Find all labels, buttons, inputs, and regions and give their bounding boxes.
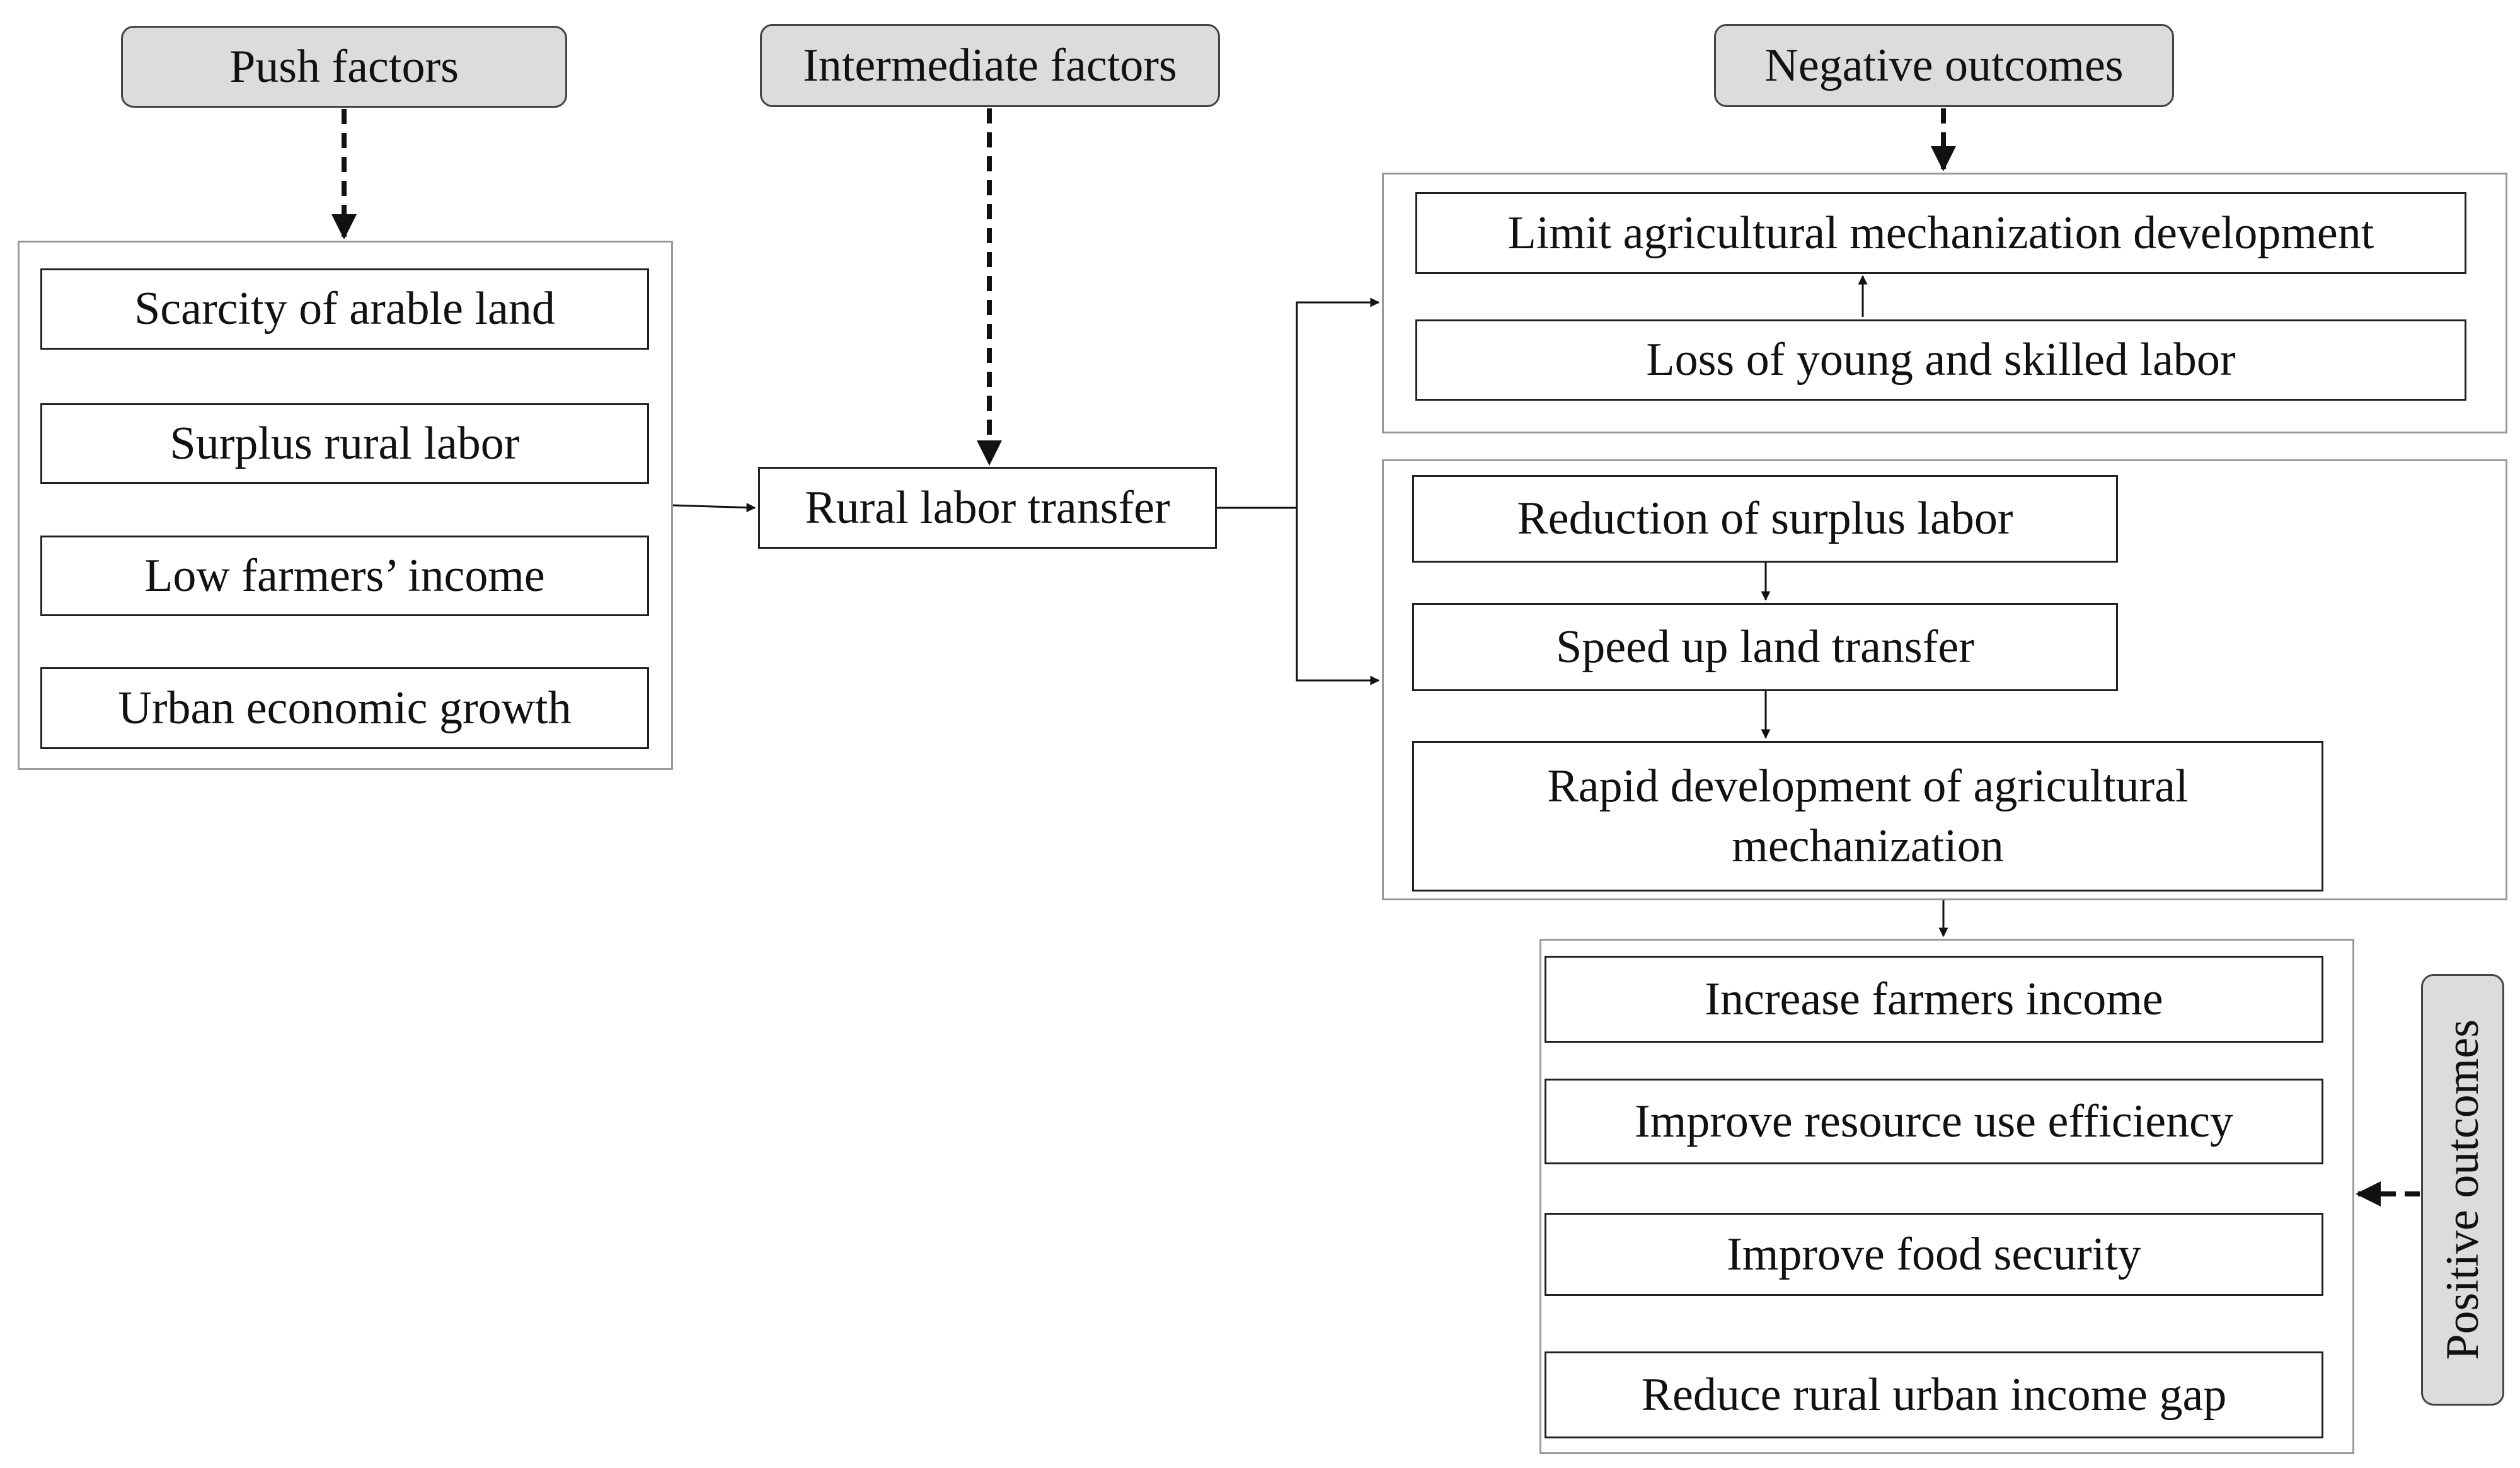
positive-outcome-box: Reduce rural urban income gap bbox=[1545, 1351, 2323, 1438]
push-factor-label: Scarcity of arable land bbox=[134, 283, 555, 335]
negative-outcomes-group bbox=[1382, 173, 2507, 433]
header-push-factors: Push factors bbox=[121, 26, 567, 108]
push-factor-label: Urban economic growth bbox=[118, 682, 572, 734]
branch-to-chain-arrow bbox=[1296, 508, 1380, 685]
chain-step-box: Speed up land transfer bbox=[1412, 603, 2118, 691]
push-factor-label: Low farmers’ income bbox=[144, 549, 545, 602]
header-negative-outcomes-label: Negative outcomes bbox=[1764, 39, 2124, 91]
header-positive-outcomes: Positive outcomes bbox=[2421, 974, 2504, 1406]
mechanization-chain-group bbox=[1382, 459, 2507, 900]
chain-step-label: Rapid development of agricultural mechan… bbox=[1547, 760, 2189, 872]
branch-to-negative-arrow bbox=[1296, 297, 1380, 508]
push-factor-box: Urban economic growth bbox=[40, 667, 649, 749]
header-intermediate-factors: Intermediate factors bbox=[760, 24, 1220, 107]
chain-step-box: Reduction of surplus labor bbox=[1412, 475, 2118, 563]
push-factor-label: Surplus rural labor bbox=[170, 417, 520, 469]
push-factor-box: Scarcity of arable land bbox=[40, 268, 649, 350]
positive-outcome-box: Improve resource use efficiency bbox=[1545, 1079, 2323, 1164]
header-negative-outcomes: Negative outcomes bbox=[1714, 24, 2174, 107]
push-factors-group bbox=[18, 241, 673, 770]
chain-step-label: Speed up land transfer bbox=[1556, 621, 1974, 673]
push-factor-box: Low farmers’ income bbox=[40, 536, 649, 616]
positive-outcome-label: Reduce rural urban income gap bbox=[1641, 1368, 2227, 1421]
rural-labor-transfer-label: Rural labor transfer bbox=[805, 481, 1170, 534]
negative-outcome-label: Loss of young and skilled labor bbox=[1646, 334, 2236, 386]
push-factor-box: Surplus rural labor bbox=[40, 403, 649, 484]
positive-outcome-label: Improve resource use efficiency bbox=[1635, 1095, 2233, 1147]
chain-step-label: Reduction of surplus labor bbox=[1517, 493, 2013, 545]
push-to-transfer-arrow bbox=[672, 503, 756, 513]
chain-step-box: Rapid development of agricultural mechan… bbox=[1412, 741, 2323, 892]
rural-labor-transfer-box: Rural labor transfer bbox=[758, 467, 1217, 549]
negative-outcome-box: Loss of young and skilled labor bbox=[1415, 319, 2466, 401]
positive-outcome-label: Improve food security bbox=[1727, 1228, 2141, 1280]
header-intermediate-factors-label: Intermediate factors bbox=[803, 39, 1177, 91]
positive-outcome-box: Improve food security bbox=[1545, 1213, 2323, 1296]
positive-outcome-box: Increase farmers income bbox=[1545, 956, 2323, 1043]
negative-outcome-label: Limit agricultural mechanization develop… bbox=[1507, 207, 2374, 259]
header-push-factors-label: Push factors bbox=[229, 40, 459, 93]
positive-outcomes-group bbox=[1539, 939, 2354, 1454]
positive-outcome-label: Increase farmers income bbox=[1705, 973, 2163, 1025]
negative-outcome-box: Limit agricultural mechanization develop… bbox=[1415, 192, 2466, 274]
